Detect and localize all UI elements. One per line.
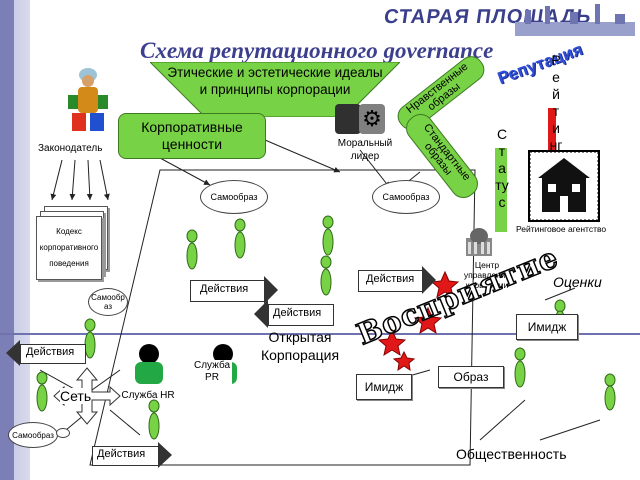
rating-agency-label: Рейтинговое агентство [516,224,607,234]
thought-bubble-dot [56,428,70,438]
corporation-frame [89,169,476,466]
rating-agency-building-icon [528,150,600,222]
gear-icon: ⚙ [359,104,385,134]
kremlin-skyline-icon [515,4,635,36]
self-image-cloud-4: Самообраз [8,422,58,448]
page-title: Схема репутационного governance [140,38,494,63]
actions-arrow-3 [422,266,436,294]
divider-line [0,333,640,335]
obraz-box: Образ [438,366,504,388]
self-image-cloud-2: Самообраз [372,180,440,214]
legislator-figure-icon [68,68,108,131]
moral-leader-label: Моральный лидер [337,138,393,162]
pr-service-label: Служба PR [192,360,232,384]
open-corporation-label: Открытая Корпорация [260,329,340,363]
actions-arrow-5 [158,442,172,468]
moral-leader-icon [335,104,361,134]
hr-service-label: Служба HR [121,390,175,401]
status-vertical-label: Статус [495,126,509,210]
actions-label-5: Действия [97,448,146,460]
actions-arrow-2 [254,300,268,328]
rating-vertical-label: Рейтинг [549,52,563,153]
corporate-values-box: Корпоративные ценности [118,113,266,159]
code-box: Кодекс корпоративного поведения [36,216,102,280]
actions-box-4 [20,344,86,364]
actions-box-2 [268,304,334,326]
ideals-text: Этические и эстетические идеалы и принци… [167,65,383,97]
actions-label-4: Действия [26,346,75,358]
actions-label-1: Действия [200,283,249,295]
image-box-right: Имидж [516,314,578,340]
actions-label-3: Действия [366,273,415,285]
legislator-label: Законодатель [38,143,103,154]
status-bar [495,148,507,232]
actions-arrow-4 [6,340,20,366]
career-center-label: Центр управления карьерами [463,260,511,290]
public-label: Общественность [456,446,567,462]
evaluations-label: Оценки [553,274,602,290]
image-box-left: Имидж [356,374,412,400]
rating-bar [548,108,556,150]
hr-service-icon [135,344,163,384]
actions-arrow-1 [264,276,278,304]
career-center-building-icon [466,228,492,256]
actions-label-2: Действия [273,307,322,319]
self-image-cloud-3: Самообраз [88,288,128,316]
self-image-cloud-1: Самообраз [200,180,268,214]
network-label: Сеть [60,388,92,404]
ideals-shape [150,62,400,117]
